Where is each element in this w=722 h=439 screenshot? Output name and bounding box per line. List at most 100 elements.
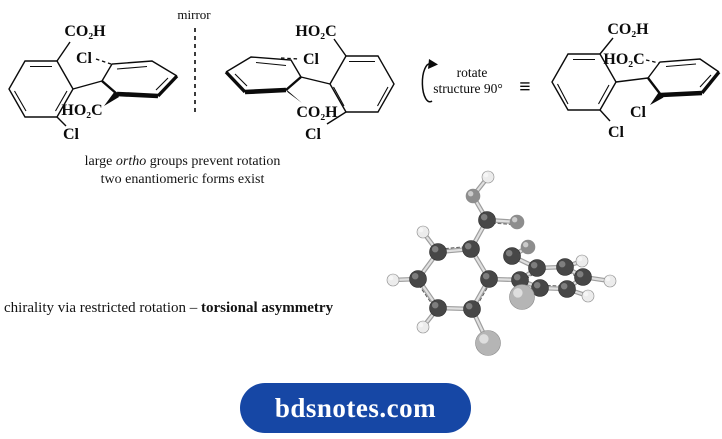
caption-bold-torsional-asymmetry: torsional asymmetry — [201, 300, 334, 316]
biphenyl-bond — [72, 80, 103, 90]
aromatic-inner-bonds — [116, 65, 169, 91]
co2h-bond — [599, 37, 614, 55]
caption-chirality: chirality via restricted rotation – tors… — [4, 300, 333, 317]
atom-highlight — [388, 275, 394, 281]
badge[interactable]: bdsnotes.com — [240, 383, 471, 433]
caption-text: groups prevent rotation — [146, 154, 281, 169]
atom-c — [462, 240, 480, 258]
atom-cl — [509, 284, 535, 310]
rotate-annotation: rotate structure 90° ≡ — [421, 59, 531, 103]
aromatic-inner-bonds — [557, 58, 610, 105]
atom-c — [478, 211, 496, 229]
ring-front-edge — [285, 76, 302, 91]
dashed-cl-bond — [95, 58, 112, 65]
biphenyl-bond — [300, 76, 331, 85]
ring-front-edge — [224, 70, 247, 94]
cl-label: Cl — [630, 104, 647, 121]
cl-label: Cl — [76, 50, 93, 67]
atom-c — [531, 279, 549, 297]
ring-front-edge — [647, 77, 662, 96]
ring-front-edge — [660, 90, 703, 98]
atom-h — [386, 273, 400, 287]
atom-highlight — [483, 172, 489, 178]
cl-label: Cl — [305, 126, 322, 143]
rotation-arrow — [421, 63, 433, 103]
atom-c — [429, 299, 447, 317]
wedge-bond — [284, 87, 302, 103]
caption-line-2: two enantiomeric forms exist — [100, 172, 265, 187]
caption-italic-ortho: ortho — [115, 154, 147, 169]
atom-highlight — [577, 256, 583, 262]
cl-label: Cl — [608, 124, 625, 141]
atom-highlight — [512, 217, 518, 223]
cl-label: Cl — [63, 126, 80, 143]
badge-label: bdsnotes.com — [274, 392, 437, 423]
atom-cl — [475, 330, 501, 356]
co2h-label: CO₂H — [64, 23, 106, 40]
benzene-ring-flat — [329, 55, 395, 113]
atom-highlight — [583, 291, 589, 297]
structure-left: CO₂H Cl HO₂C Cl — [8, 23, 179, 143]
atom-highlight — [464, 242, 472, 250]
structure-middle: HO₂C Cl CO₂H Cl — [224, 23, 395, 143]
atom-highlight — [482, 272, 490, 280]
atom-highlight — [468, 191, 474, 197]
atom-highlight — [418, 322, 424, 328]
caption-line-1: large ortho groups prevent rotation — [40, 153, 325, 171]
atom-c — [429, 243, 447, 261]
atom-c — [556, 258, 574, 276]
co2h-label: CO₂H — [296, 104, 338, 121]
cl-label: Cl — [303, 51, 320, 68]
caption-text: chirality via restricted rotation – — [4, 300, 202, 316]
aromatic-inner-bonds — [333, 60, 389, 107]
cl-bond — [599, 109, 611, 122]
ring-front-edge — [244, 87, 287, 95]
atom-o — [509, 214, 525, 230]
atom-c — [480, 270, 498, 288]
benzene-ring-perspective — [101, 60, 178, 82]
ho2c-bond — [333, 38, 347, 57]
aromatic-inner-bonds — [14, 65, 68, 112]
ho2c-label: HO₂C — [295, 23, 336, 40]
rotate-text-line2: structure 90° — [433, 81, 503, 96]
aromatic-inner-bonds — [665, 63, 712, 88]
atom-c — [528, 259, 546, 277]
aromatic-inner-bonds — [234, 61, 287, 87]
ring-front-edge — [700, 70, 721, 95]
atom-h — [575, 254, 589, 268]
dashed-cl-bond — [280, 57, 300, 60]
atom-highlight — [533, 281, 541, 289]
equivalence-symbol: ≡ — [519, 76, 530, 98]
ho2c-label: HO₂C — [603, 51, 644, 68]
dashed-ho2c-bond — [645, 59, 660, 64]
wedge-bond — [104, 91, 119, 106]
cl-bond — [326, 111, 347, 125]
atom-o — [520, 239, 536, 255]
atom-highlight — [418, 227, 424, 233]
benzene-ring-perspective — [225, 56, 302, 78]
atom-c — [463, 300, 481, 318]
atom-highlight — [513, 288, 523, 298]
atom-highlight — [411, 272, 419, 280]
co2h-label: CO₂H — [607, 21, 649, 38]
atom-h — [603, 274, 617, 288]
atom-highlight — [530, 261, 538, 269]
ring-front-edge — [116, 91, 159, 99]
atom-highlight — [605, 276, 611, 282]
wedge-bond — [650, 92, 664, 105]
caption-text: large — [84, 154, 116, 169]
atom-c — [558, 280, 576, 298]
atom-highlight — [479, 334, 489, 344]
atom-highlight — [465, 302, 473, 310]
mirror-divider: mirror — [177, 7, 211, 114]
atom-highlight — [505, 249, 513, 257]
co2h-bond — [56, 41, 71, 62]
ho2c-label: HO₂C — [61, 102, 102, 119]
atom-h — [481, 170, 495, 184]
rotate-text-line1: rotate — [457, 65, 488, 80]
ring-front-edge — [156, 74, 179, 98]
atom-highlight — [523, 242, 529, 248]
atom-h — [581, 289, 595, 303]
cl-bond — [56, 116, 67, 127]
